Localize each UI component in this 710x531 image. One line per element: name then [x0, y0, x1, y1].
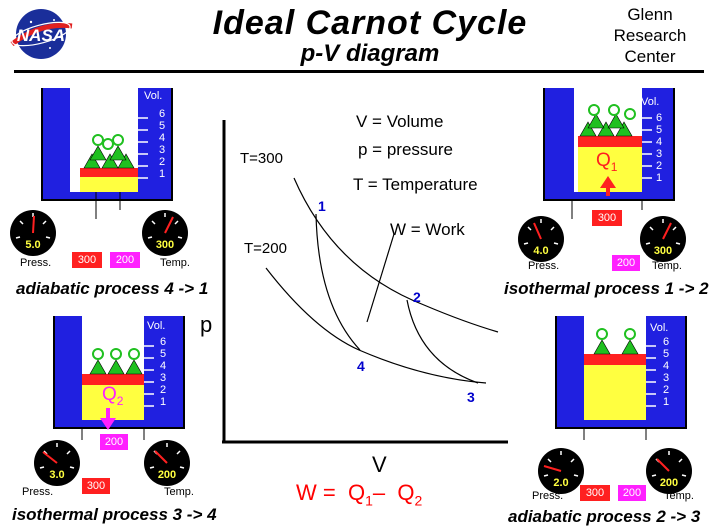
- vol-label: Vol.: [641, 96, 660, 108]
- y-axis-label: p: [200, 312, 213, 337]
- cylinder-bottom-left: [53, 316, 185, 440]
- isotherm-cold-curve: [265, 267, 487, 384]
- pressure-label: Press.: [22, 486, 54, 498]
- page-subtitle: p-V diagram: [300, 40, 440, 67]
- isotherm-hot-label: T=300: [240, 150, 283, 167]
- heat-sink-badge: 200: [100, 434, 128, 450]
- header-divider: [14, 70, 704, 73]
- svg-text:300: 300: [654, 245, 672, 257]
- temperature-gauge: 300: [142, 210, 188, 256]
- cold-reservoir-badge: 200: [612, 255, 640, 271]
- temperature-gauge: 200: [646, 448, 692, 494]
- pressure-gauge: 4.0: [518, 216, 564, 262]
- pressure-gauge: 2.0: [538, 448, 584, 494]
- adiabat-2-3-curve: [406, 299, 479, 384]
- research-center-label: Glenn Research Center: [613, 5, 687, 66]
- process-caption: adiabatic process 4 -> 1: [16, 279, 209, 298]
- cylinder-top-right: [543, 88, 675, 219]
- pressure-gauge: 5.0: [10, 210, 56, 256]
- temperature-label: Temp.: [160, 257, 190, 269]
- hot-reservoir-badge: 300: [82, 478, 110, 494]
- adiabat-4-1-curve: [315, 213, 361, 351]
- heat-in-label: Q1: [596, 150, 618, 174]
- svg-text:200: 200: [660, 477, 678, 489]
- isotherm-cold-label: T=200: [244, 240, 287, 257]
- process-caption: adiabatic process 2 -> 3: [508, 507, 701, 526]
- cold-reservoir-badge: 200: [110, 252, 140, 268]
- temperature-label: Temp.: [664, 490, 694, 502]
- point-2-label: 2: [413, 289, 421, 305]
- svg-text:300: 300: [156, 239, 174, 251]
- vol-label: Vol.: [144, 90, 163, 102]
- cylinder-top-left: [40, 84, 174, 219]
- vol-label: Vol.: [650, 322, 669, 334]
- pressure-label: Press.: [20, 257, 52, 269]
- temperature-label: Temp.: [164, 486, 194, 498]
- vol-label: Vol.: [147, 320, 166, 332]
- point-3-label: 3: [467, 389, 475, 405]
- isotherm-hot-curve: [293, 177, 499, 333]
- temperature-label: Temp.: [652, 260, 682, 272]
- page-title: Ideal Carnot Cycle: [212, 4, 528, 42]
- work-pointer: [366, 233, 395, 323]
- svg-text:2.0: 2.0: [553, 477, 568, 489]
- process-caption: isothermal process 1 -> 2: [504, 279, 709, 298]
- svg-text:4.0: 4.0: [533, 245, 548, 257]
- temperature-gauge: 200: [144, 440, 190, 486]
- legend-temperature: T = Temperature: [353, 175, 478, 194]
- heat-out-label: Q2: [102, 384, 124, 408]
- svg-text:NASA: NASA: [17, 26, 65, 45]
- pressure-label: Press.: [532, 490, 564, 502]
- svg-text:200: 200: [158, 469, 176, 481]
- pressure-label: Press.: [528, 260, 560, 272]
- process-caption: isothermal process 3 -> 4: [12, 505, 217, 524]
- point-4-label: 4: [357, 358, 365, 374]
- pv-diagram: 1 2 3 4: [222, 120, 508, 444]
- hot-reservoir-badge: 300: [580, 485, 610, 501]
- svg-text:3.0: 3.0: [49, 469, 64, 481]
- point-1-label: 1: [318, 198, 326, 214]
- heat-source-badge: 300: [592, 210, 622, 226]
- x-axis-label: V: [372, 452, 387, 477]
- temperature-gauge: 300: [640, 216, 686, 262]
- cold-reservoir-badge: 200: [618, 485, 646, 501]
- cylinder-bottom-right: [555, 316, 687, 440]
- work-formula: W = Q1– Q2: [296, 480, 423, 509]
- legend-pressure: p = pressure: [358, 140, 453, 159]
- svg-text:5.0: 5.0: [25, 239, 40, 251]
- nasa-logo: NASA: [10, 9, 73, 59]
- pressure-gauge: 3.0: [34, 440, 80, 486]
- hot-reservoir-badge: 300: [72, 252, 102, 268]
- legend-volume: V = Volume: [356, 112, 444, 131]
- legend-work: W = Work: [390, 220, 465, 239]
